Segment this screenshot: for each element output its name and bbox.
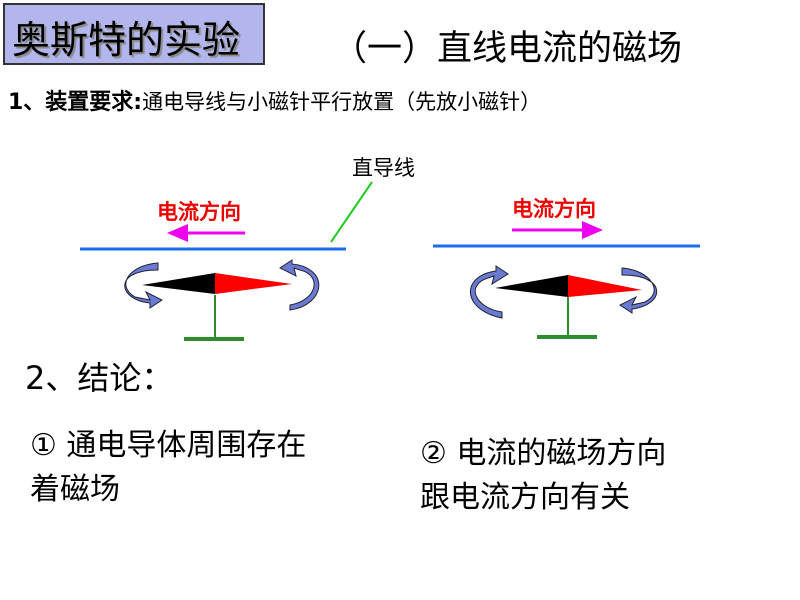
left-diagram xyxy=(80,224,346,341)
needle-north xyxy=(215,273,292,294)
rotation-arrow-icon xyxy=(124,262,163,309)
conclusion-item-2: ② 电流的磁场方向跟电流方向有关 xyxy=(420,432,666,520)
needle-south xyxy=(142,273,215,294)
title-box xyxy=(3,3,265,65)
rotation-arrow-icon xyxy=(279,259,320,311)
requirement-detail: 通电导线与小磁针平行放置（先放小磁针） xyxy=(142,90,542,114)
requirement: 1、装置要求:通电导线与小磁针平行放置（先放小磁针） xyxy=(8,84,541,116)
rotation-arrow-icon xyxy=(619,267,658,314)
conclusion-line: ② 电流的磁场方向 xyxy=(420,436,667,471)
left-current-label: 电流方向 xyxy=(157,200,241,224)
slide-title: 奥斯特的实验 xyxy=(12,18,241,62)
conclusion-item-1: ① 通电导体周围存在着磁场 xyxy=(30,424,306,512)
conclusion-line: ① 通电导体周围存在 xyxy=(30,428,307,463)
right-diagram xyxy=(433,221,700,339)
rotation-arrow-icon xyxy=(469,265,509,319)
slide-subtitle: （一）直线电流的磁场 xyxy=(332,29,683,69)
wire-label: 直导线 xyxy=(352,156,415,180)
right-current-label: 电流方向 xyxy=(512,197,596,221)
requirement-label: 1、装置要求: xyxy=(8,90,143,115)
needle-south xyxy=(495,275,568,297)
conclusion-heading: 2、结论： xyxy=(25,359,174,397)
conclusion-line: 着磁场 xyxy=(30,472,120,507)
pointer-line xyxy=(330,181,373,243)
conclusion-line: 跟电流方向有关 xyxy=(420,480,630,515)
needle-north xyxy=(568,275,642,297)
